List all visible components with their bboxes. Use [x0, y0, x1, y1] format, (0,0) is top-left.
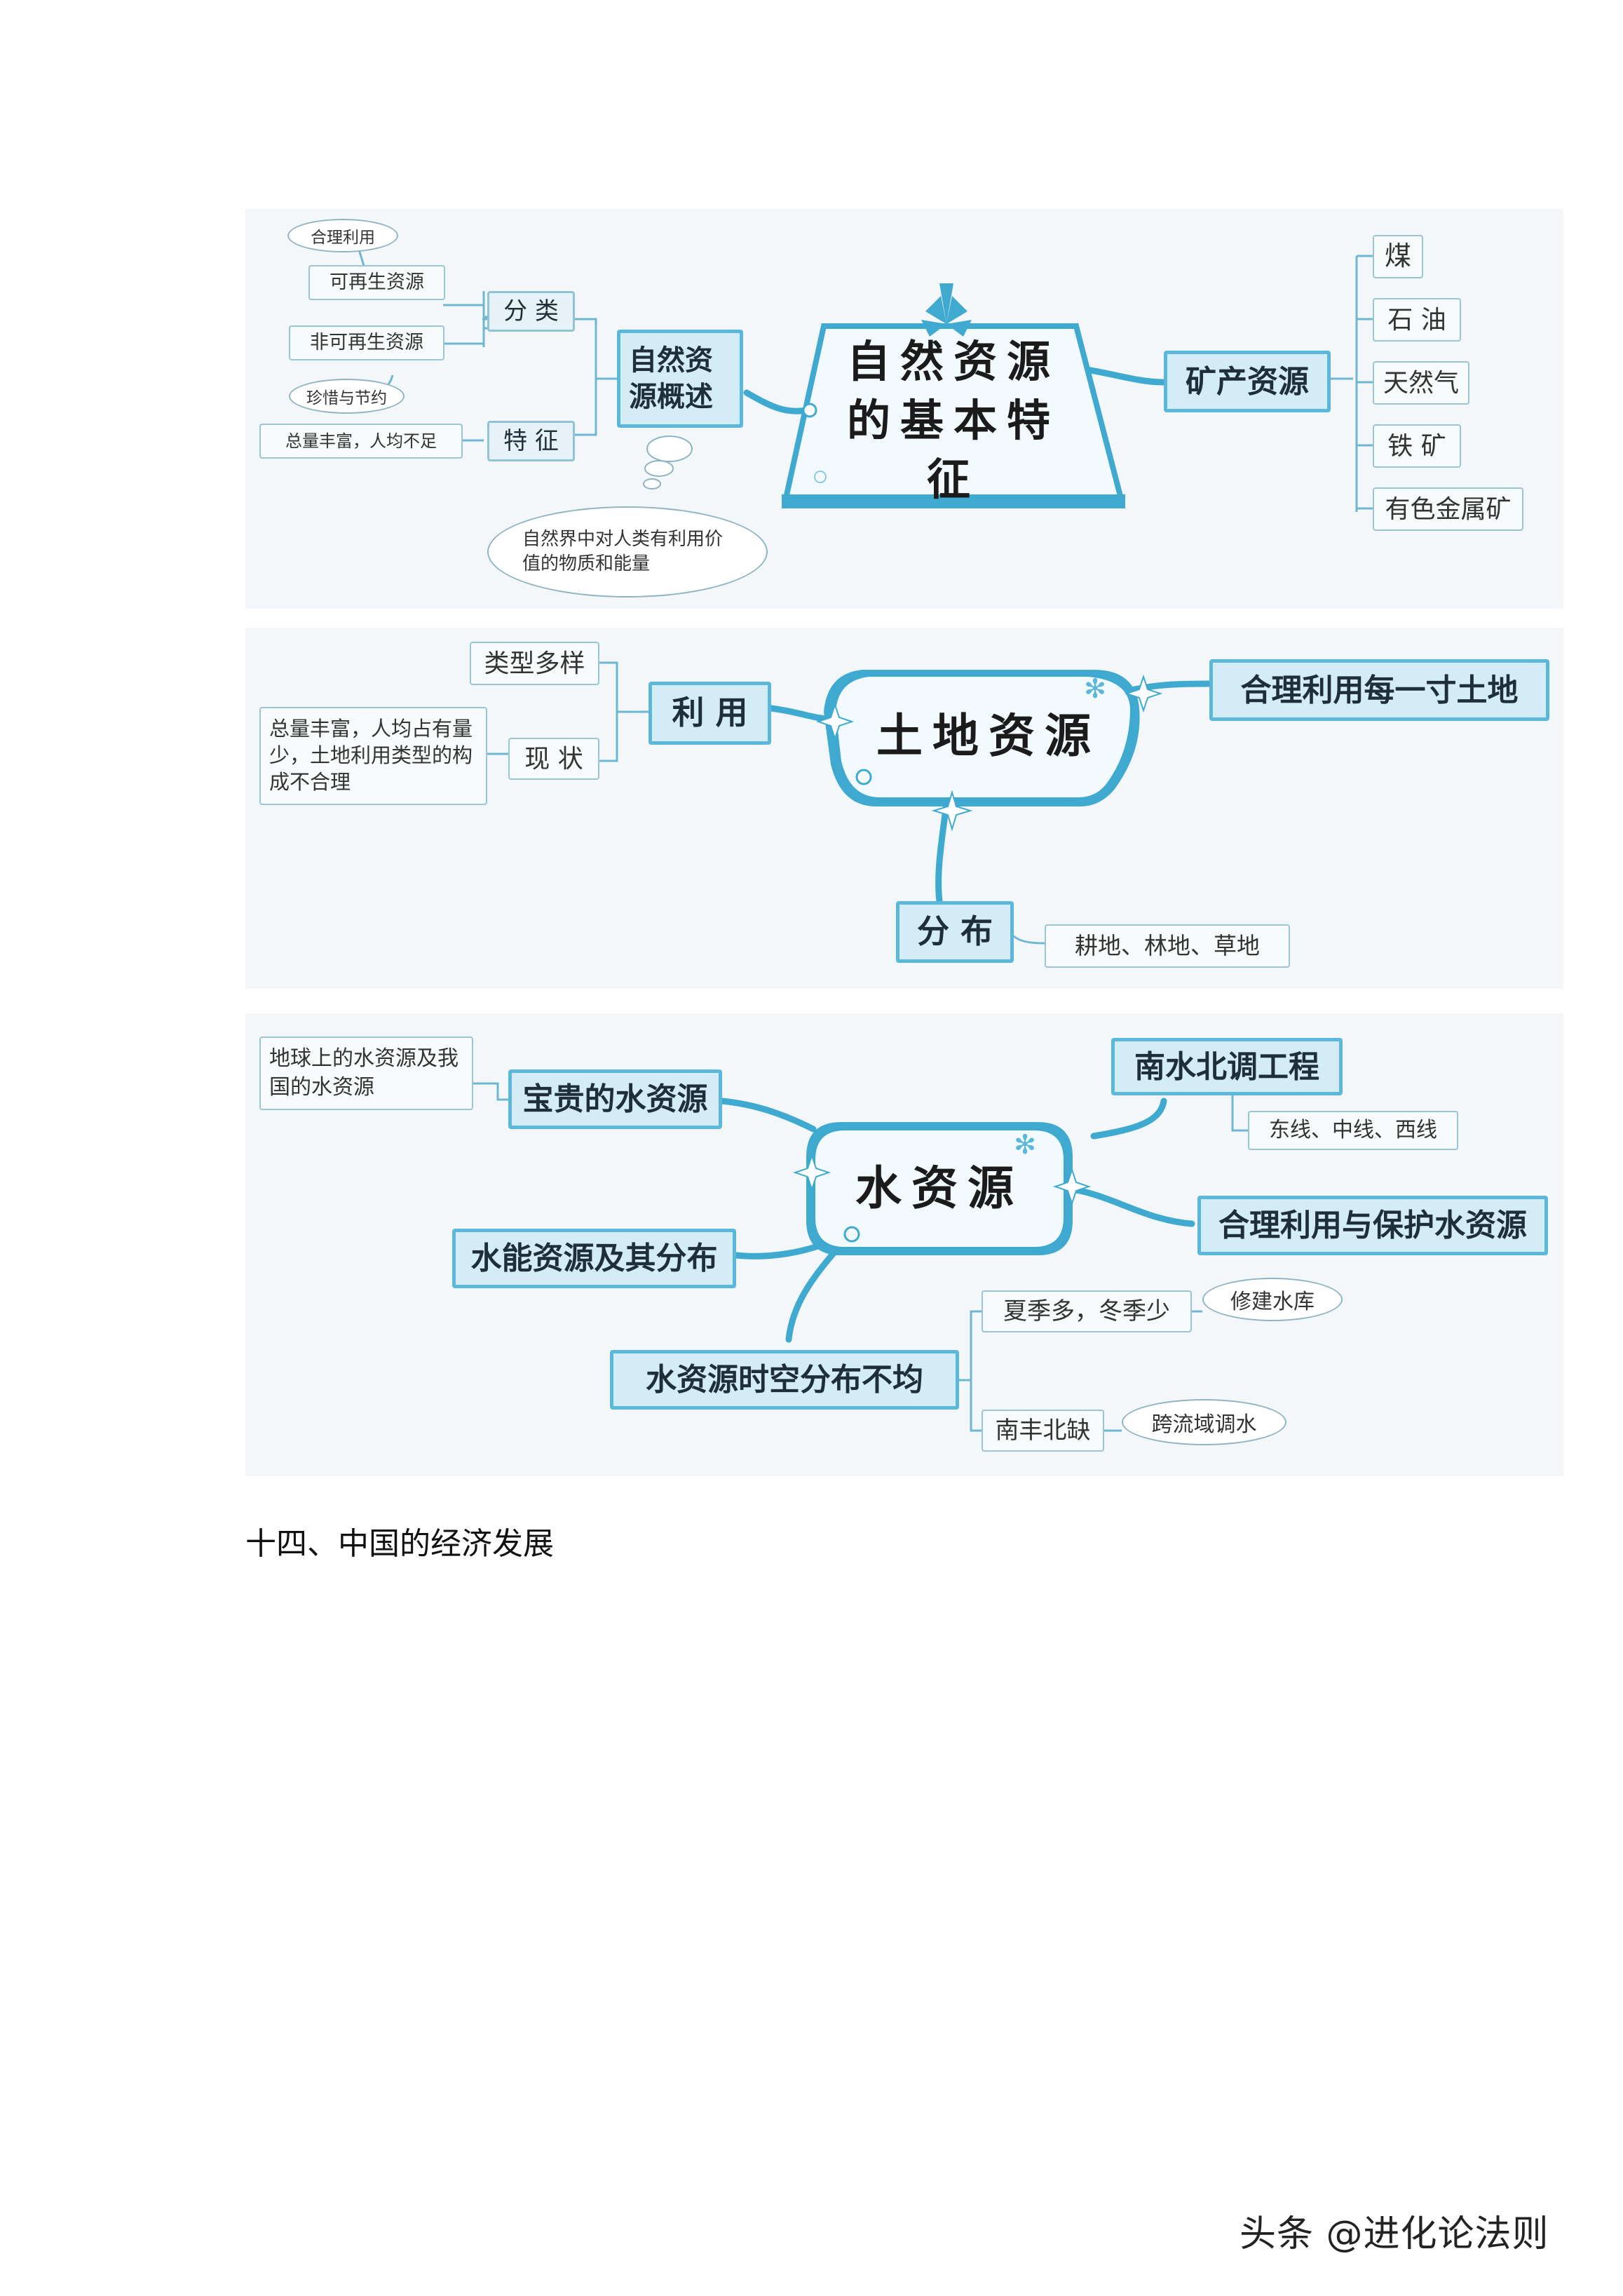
water-precious-box: 宝贵的水资源	[508, 1069, 722, 1129]
mineral-iron: 铁 矿	[1373, 424, 1461, 468]
features-box: 特 征	[487, 421, 575, 461]
water-routes-box: 东线、中线、西线	[1248, 1111, 1458, 1150]
definition-bubble: 自然界中对人类有利用价值的物质和能量	[487, 506, 768, 597]
mineral-nonferrous: 有色金属矿	[1373, 487, 1523, 531]
section-heading: 十四、中国的经济发展	[245, 1526, 554, 1562]
minerals-box: 矿产资源	[1164, 351, 1331, 412]
pinwheel-icon	[921, 283, 972, 337]
water-summer-box: 夏季多，冬季少	[982, 1290, 1192, 1332]
mineral-natural-gas: 天然气	[1373, 361, 1469, 405]
sparkle-icon	[792, 1153, 831, 1192]
mineral-coal: 煤	[1373, 235, 1423, 278]
land-status-box: 现 状	[508, 738, 599, 780]
mineral-oil: 石 油	[1373, 298, 1461, 342]
classification-box: 分 类	[487, 291, 575, 332]
snowflake-icon: ✻	[1014, 1129, 1036, 1160]
water-uneven-box: 水资源时空分布不均	[610, 1350, 959, 1410]
nonrenewable-resources-box: 非可再生资源	[289, 325, 444, 360]
concept-box: 自然资源概述	[617, 330, 743, 428]
center-water-resources: 水资源	[855, 1161, 1024, 1216]
water-precious-note-box: 地球上的水资源及我国的水资源	[259, 1036, 473, 1110]
definition-text: 自然界中对人类有利用价值的物质和能量	[522, 528, 724, 574]
land-distribution-note-box: 耕地、林地、草地	[1045, 924, 1290, 968]
land-rational-use-box: 合理利用每一寸土地	[1209, 659, 1549, 721]
water-reservoir-bubble: 修建水库	[1202, 1278, 1343, 1321]
sparkle-icon	[1124, 674, 1163, 713]
renewable-note-bubble: 合理利用	[287, 219, 398, 252]
sparkle-icon	[931, 790, 973, 832]
renewable-resources-box: 可再生资源	[308, 265, 445, 300]
water-s2n-box: 南水北调工程	[1111, 1038, 1343, 1095]
water-transfer-bubble: 跨流域调水	[1122, 1399, 1286, 1445]
land-use-box: 利 用	[648, 682, 771, 745]
snowflake-icon: ✻	[1084, 673, 1106, 704]
sparkle-icon	[1052, 1167, 1092, 1206]
land-status-note-box: 总量丰富，人均占有量少，土地利用类型的构成不合理	[259, 707, 487, 805]
center-natural-resources: 自然资源的基本特征	[846, 336, 1060, 505]
land-distribution-box: 分 布	[896, 901, 1014, 963]
sparkle-icon	[815, 702, 855, 741]
water-protect-box: 合理利用与保护水资源	[1197, 1196, 1548, 1255]
water-hydro-box: 水能资源及其分布	[452, 1229, 736, 1288]
nonrenewable-note-bubble: 珍惜与节约	[289, 379, 405, 414]
center-land-resources: 土地资源	[876, 708, 1101, 764]
watermark: 头条 @进化论法则	[1240, 2213, 1549, 2255]
water-south-box: 南丰北缺	[982, 1410, 1104, 1452]
features-note-box: 总量丰富，人均不足	[259, 424, 463, 459]
land-types-box: 类型多样	[470, 642, 599, 685]
